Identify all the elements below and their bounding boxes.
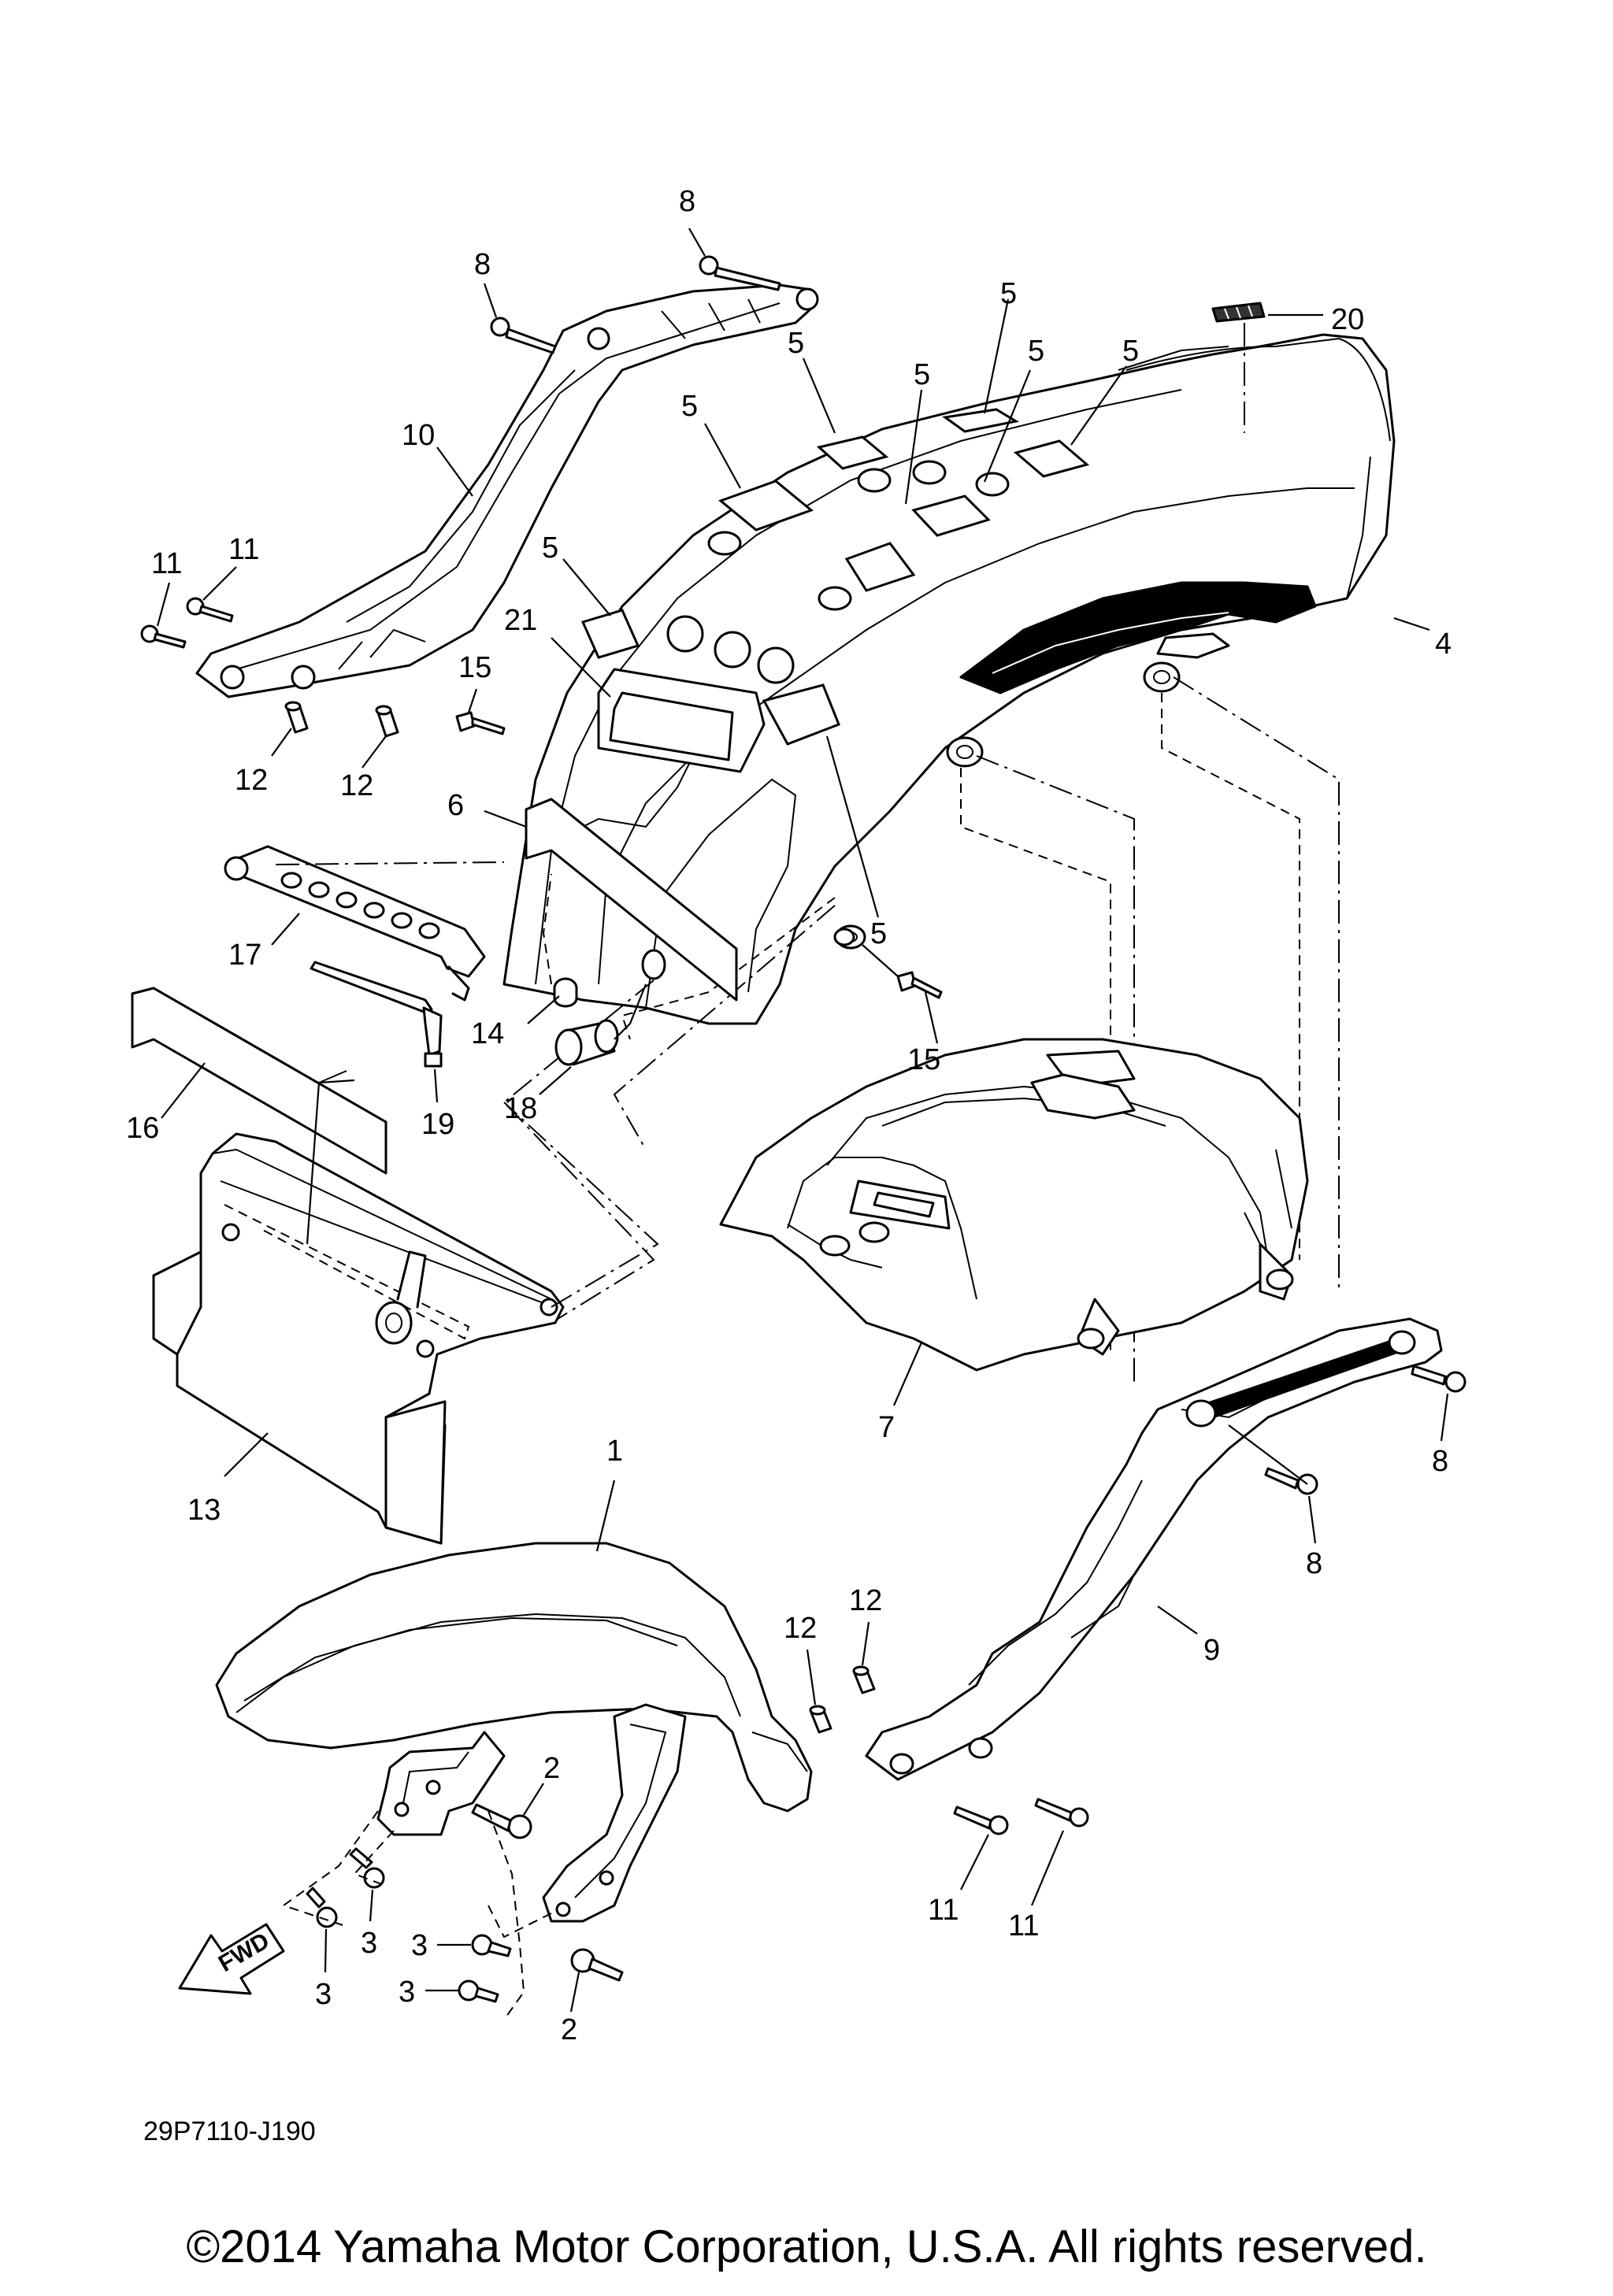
part-grommet-14 [553, 977, 578, 1008]
callout-12: 12 [235, 764, 268, 797]
callout-20: 20 [1331, 303, 1364, 336]
callout-3: 3 [361, 1927, 377, 1960]
callout-labels: 8 8 10 11 11 12 12 5 5 5 5 5 5 5 5 20 4 … [126, 185, 1452, 2046]
callout-7: 7 [878, 1411, 895, 1444]
part-grab-bar-left [195, 283, 819, 698]
pin-15-upper [455, 711, 506, 735]
part-grab-bar-right [865, 1317, 1443, 1781]
callout-8: 8 [1432, 1445, 1448, 1478]
callout-11: 11 [1008, 1909, 1039, 1942]
part-damper-18 [554, 1019, 619, 1066]
decal-5-c [942, 408, 1020, 433]
part-front-fender-1 [215, 1542, 813, 1813]
callout-2: 2 [561, 2013, 577, 2046]
callout-3: 3 [399, 1976, 415, 2009]
decal-5-h [762, 683, 840, 746]
callout-11: 11 [928, 1894, 959, 1927]
bolt-2-a [471, 1803, 532, 1839]
copyright-notice: ©2014 Yamaha Motor Corporation, U.S.A. A… [186, 2221, 1427, 2272]
callout-15: 15 [458, 651, 491, 684]
callout-9: 9 [1203, 1634, 1220, 1667]
part-cable-tie-19 [310, 961, 443, 1068]
callout-14: 14 [471, 1017, 504, 1050]
part-rear-fender [502, 333, 1396, 1025]
bolt-11-upper-b [186, 597, 234, 623]
callout-16: 16 [126, 1112, 159, 1145]
callout-5: 5 [1000, 277, 1017, 310]
callout-8: 8 [1306, 1547, 1322, 1580]
callout-4: 4 [1435, 628, 1452, 661]
bolt-3-a [349, 1847, 385, 1889]
callout-18: 18 [504, 1092, 537, 1125]
bolt-8-right-b [1264, 1467, 1318, 1495]
callout-12: 12 [784, 1612, 817, 1645]
decal-5-e [1013, 439, 1090, 478]
part-inner-fender-7 [719, 1038, 1309, 1372]
callout-11: 11 [228, 533, 259, 566]
bolt-8-top-a [699, 255, 781, 291]
callout-1: 1 [606, 1435, 623, 1468]
decal-5-a [718, 480, 814, 531]
callout-8: 8 [474, 248, 491, 281]
bolt-8-top-b [490, 317, 557, 354]
callout-12: 12 [340, 769, 373, 802]
callout-2: 2 [543, 1752, 560, 1785]
direction-arrow-icon: FWD [178, 1923, 285, 1995]
callout-3: 3 [315, 1978, 332, 2011]
bolt-3-d [458, 1979, 499, 2003]
callout-10: 10 [402, 419, 435, 452]
spacer-12-right-a [809, 1705, 832, 1734]
callout-12: 12 [849, 1584, 882, 1617]
bolt-11-lower-a [953, 1805, 1009, 1835]
callout-5: 5 [542, 531, 558, 565]
part-bracket-17 [224, 845, 486, 1002]
bolt-3-b [306, 1887, 338, 1928]
bolt-2-b [570, 1948, 624, 1982]
callout-19: 19 [421, 1108, 454, 1141]
spacer-12-upper-b [375, 705, 399, 738]
spacer-12-upper-a [284, 701, 309, 734]
callout-11: 11 [151, 547, 182, 580]
decal-5-f [844, 542, 916, 592]
callout-6: 6 [447, 789, 464, 822]
decal-20 [1211, 302, 1323, 323]
pin-15-lower [896, 971, 943, 999]
callout-8: 8 [679, 185, 695, 218]
callout-15: 15 [907, 1043, 940, 1076]
bolt-11-upper-a [140, 624, 187, 649]
part-reflector-16 [131, 987, 387, 1175]
callout-5: 5 [1028, 335, 1044, 368]
callout-13: 13 [187, 1494, 221, 1527]
callout-5: 5 [914, 358, 930, 391]
callout-3: 3 [411, 1929, 428, 1962]
bolt-3-c [471, 1934, 512, 1957]
part-plate-bracket-13 [152, 1070, 565, 1545]
callout-21: 21 [504, 604, 537, 637]
callout-5: 5 [870, 917, 887, 950]
part-reflector-6 [525, 798, 738, 1002]
part-fender-stay-left [376, 1731, 506, 1836]
diagram-reference-code: 29P7110-J190 [143, 2116, 316, 2146]
callout-5: 5 [788, 327, 804, 360]
spacer-12-right-b [852, 1665, 876, 1694]
decal-5-d [911, 494, 991, 537]
part-fender-stay-right [542, 1703, 687, 1923]
callout-5: 5 [681, 390, 698, 423]
bolt-8-right-a [1411, 1365, 1467, 1393]
bolt-11-lower-b [1034, 1798, 1089, 1828]
callout-17: 17 [228, 939, 261, 972]
decal-5-b [816, 435, 889, 470]
callout-5: 5 [1122, 335, 1139, 368]
